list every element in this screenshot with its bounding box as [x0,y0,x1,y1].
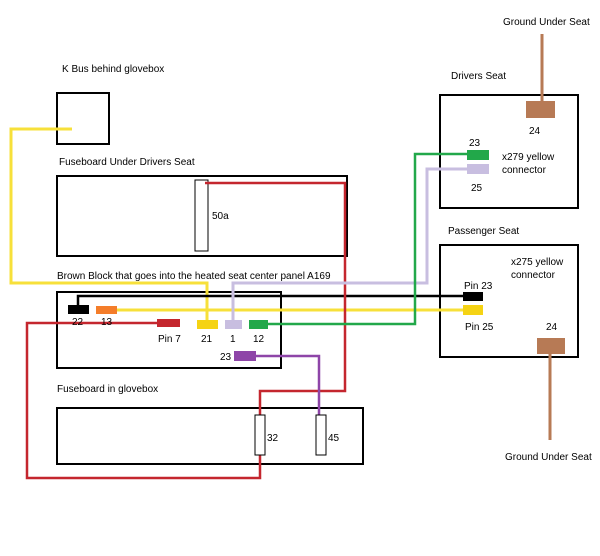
red-wire-pin7 [25,321,262,480]
fuseboard-drivers-label: Fuseboard Under Drivers Seat [59,157,195,168]
passenger-pin-23 [463,292,483,301]
block-pin-22-label: 22 [72,317,84,328]
fuse-45 [315,414,327,456]
pin-12 [249,320,268,329]
x275-label-line1: x275 yellow [511,257,564,268]
x279-label-line2: connector [502,165,547,176]
passenger-pin-24-label: 24 [546,322,558,333]
passenger-pin-23-label: Pin 23 [464,281,493,292]
x279-label-line1: x279 yellow [502,152,555,163]
drivers-pin-23 [467,150,489,160]
pin-1 [225,320,242,329]
kbus-box [56,92,110,145]
block-pin-1-label: 1 [230,334,236,345]
block-pin-21-label: 21 [201,334,213,345]
passenger-seat-box [439,244,579,358]
fuseboard-glovebox-label: Fuseboard in glovebox [57,384,158,395]
pin-23-block [234,351,256,361]
fuseboard-glovebox-box [56,407,364,465]
drivers-pin-25-label: 25 [471,183,483,194]
pin-22 [68,305,89,314]
green-wire [266,152,470,326]
drivers-pin-25 [467,164,489,174]
pin-7 [157,319,180,327]
red-wire-fuse [205,181,347,415]
drivers-pin-24 [526,101,555,118]
drivers-seat-label: Drivers Seat [451,71,506,82]
passenger-seat-label: Passenger Seat [448,226,519,237]
pin-21 [197,320,218,329]
fuse-32 [254,414,266,456]
passenger-pin-24 [537,338,565,354]
purple-wire [254,354,321,415]
passenger-pin-25-label: Pin 25 [465,322,494,333]
ground-bottom-label: Ground Under Seat [505,452,592,463]
fuse-50a-label: 50a [212,211,229,222]
drivers-pin-23-label: 23 [469,138,481,149]
passenger-pin-25 [463,305,483,315]
fuse-45-label: 45 [328,433,340,444]
block-pin-7-label: Pin 7 [158,334,181,345]
block-pin-12-label: 12 [253,334,265,345]
drivers-seat-box [439,94,579,209]
fuse-32-label: 32 [267,433,279,444]
drivers-pin-24-label: 24 [529,126,541,137]
block-pin-13-label: 13 [101,317,113,328]
brown-block-label: Brown Block that goes into the heated se… [57,271,331,282]
kbus-label: K Bus behind glovebox [62,64,164,75]
pin-13 [96,306,117,314]
x275-label-line2: connector [511,270,556,281]
black-wire [76,294,465,310]
block-pin-23-label: 23 [220,352,232,363]
lavender-wire [231,167,470,320]
ground-top-label: Ground Under Seat [503,17,590,28]
fuseboard-drivers-box [56,175,348,257]
brown-block-box [56,291,282,369]
fuse-50a [194,179,209,252]
